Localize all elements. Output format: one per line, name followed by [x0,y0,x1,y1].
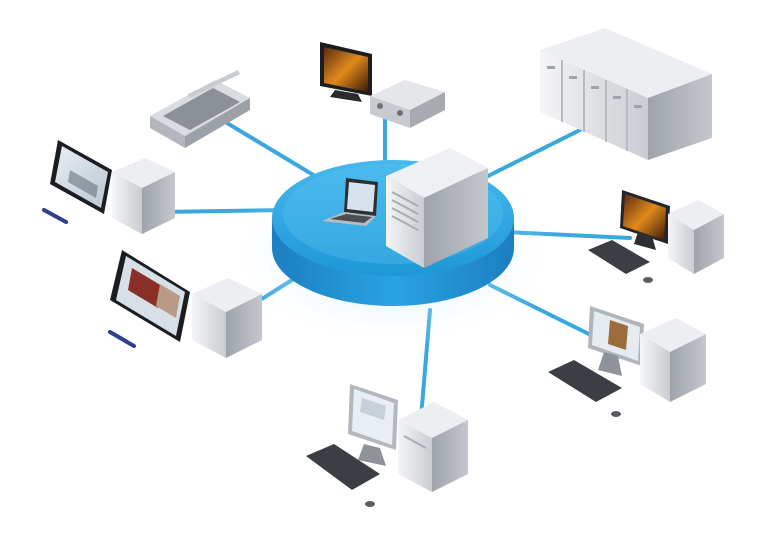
monitor [588,306,644,376]
node-tv-receiver [320,42,445,128]
keyboard [588,240,650,274]
tablet-display [50,140,112,214]
link-server-rack [478,123,592,182]
central-server-hub [223,148,563,350]
flat-screen-tv [320,42,372,102]
tower-case [668,200,724,274]
laptop [322,178,378,226]
stylus-pen [108,330,136,348]
node-workstation-tablet-top [42,140,175,234]
keyboard [306,444,380,490]
monitor [620,190,670,250]
mouse [611,411,621,417]
av-receiver [370,80,445,128]
node-desktop-right-bottom [548,306,706,417]
tower-case [398,402,468,492]
tablet-display [110,250,190,342]
mouse [365,501,375,507]
node-desktop-right-top [588,190,724,283]
tower-case [112,158,175,234]
tower-case [640,318,706,402]
node-server-rack [540,28,712,160]
node-desktop-bottom [306,384,468,507]
monitor [348,384,398,466]
server-tower [386,148,488,268]
keyboard [548,360,622,402]
node-workstation-tablet-mid [108,250,262,358]
mouse [643,277,653,283]
node-scanner [150,70,250,148]
tower-case [192,278,262,358]
stylus-pen [42,208,68,224]
